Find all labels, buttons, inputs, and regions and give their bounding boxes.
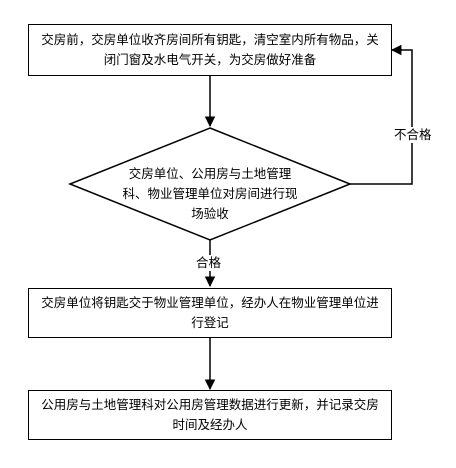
step1-box: 交房前，交房单位收齐房间所有钥匙，清空室内所有物品，关闭门窗及水电气开关，为交房…: [28, 24, 392, 76]
step3-box: 公用房与土地管理科对公用房管理数据进行更新，并记录交房时间及经办人: [28, 390, 392, 440]
arrow-fail-loop: [350, 44, 413, 185]
decision-text: 交房单位、公用房与土地管理科、物业管理单位对房间进行现场验收: [122, 166, 298, 221]
step2-text: 交房单位将钥匙交于物业管理单位，经办人在物业管理单位进行登记: [41, 295, 379, 330]
step1-text: 交房前，交房单位收齐房间所有钥匙，清空室内所有物品，关闭门窗及水电气开关，为交房…: [41, 32, 379, 67]
fail-label: 不合格: [392, 127, 434, 143]
pass-label: 合格: [194, 255, 224, 271]
step2-box: 交房单位将钥匙交于物业管理单位，经办人在物业管理单位进行登记: [28, 288, 392, 338]
step3-text: 公用房与土地管理科对公用房管理数据进行更新，并记录交房时间及经办人: [41, 397, 379, 432]
